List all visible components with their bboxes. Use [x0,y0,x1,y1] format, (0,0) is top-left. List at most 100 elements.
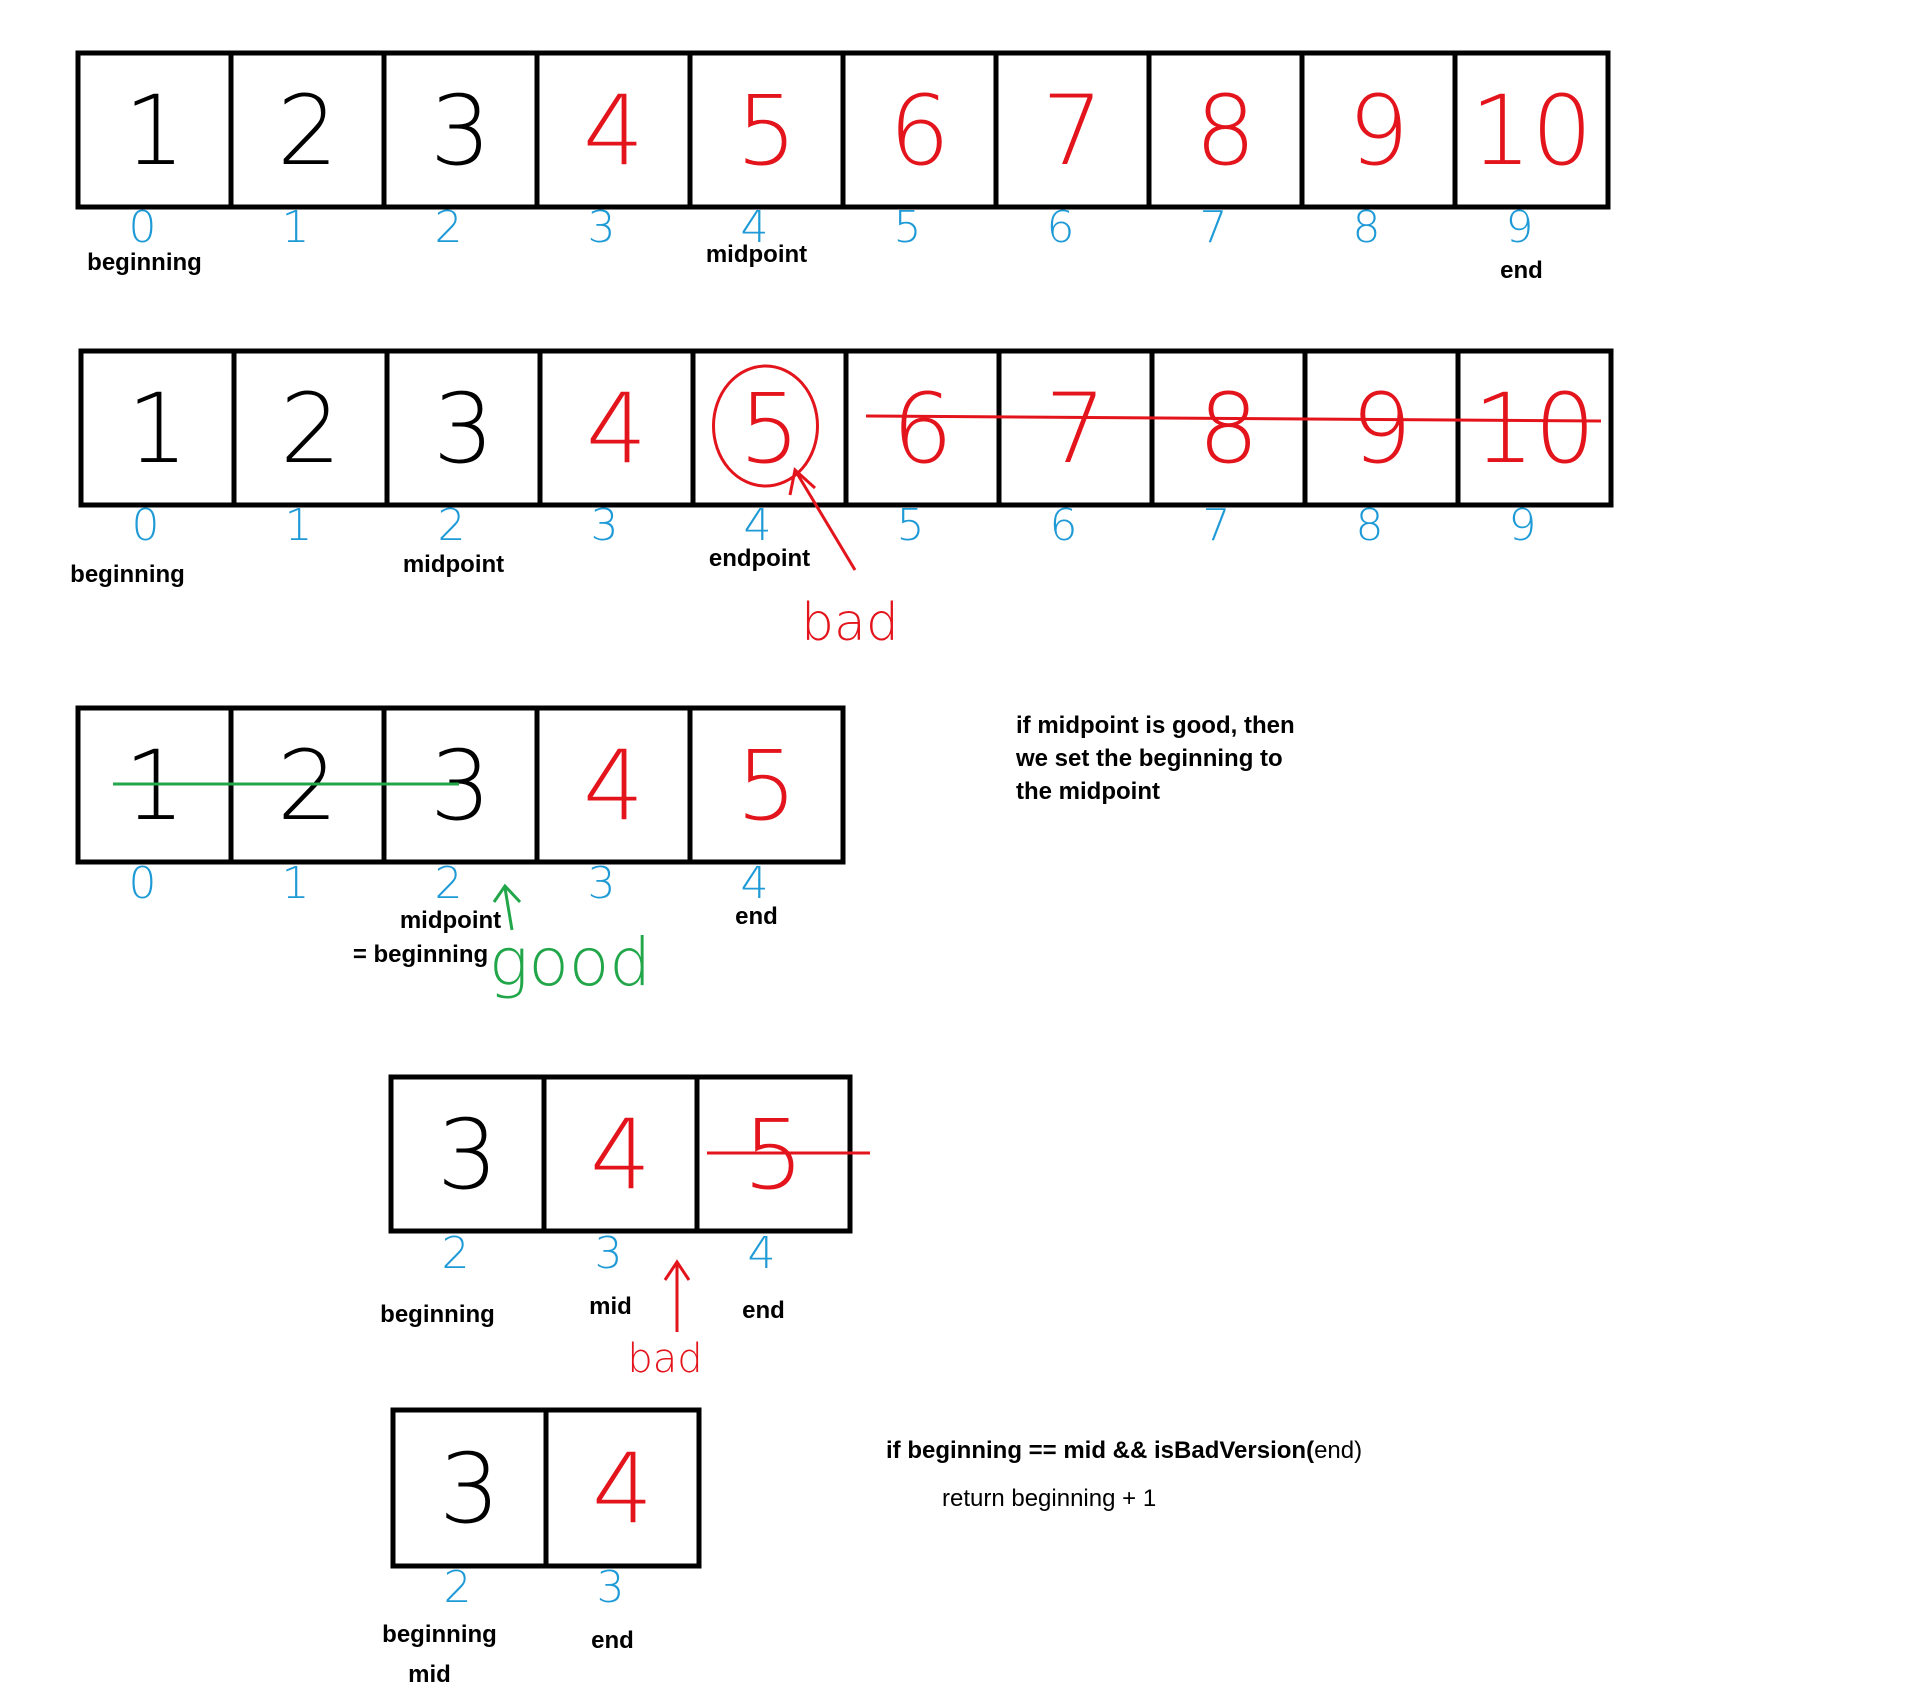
cell-value: 8 [1198,373,1259,485]
index-label: 4 [748,1228,776,1279]
arrow-head [663,1259,691,1281]
arrow-shaft [503,887,514,931]
cell-value: 4 [590,1099,651,1211]
index-label: 1 [285,500,313,551]
index-label: 9 [1506,202,1534,253]
position-label: mid [408,1661,451,1688]
array-cell: 4 [541,1074,700,1234]
array-cell: 4 [537,348,696,508]
cell-value: 5 [736,75,797,187]
note-condition: if beginning == mid && isBadVersion(end)… [886,1437,1362,1512]
array-cell: 3 [384,348,543,508]
index-label: 2 [444,1562,472,1613]
cell-value: 4 [592,1433,653,1545]
cell-border [1455,348,1614,508]
array-cell: 9 [1302,348,1461,508]
position-label: midpoint [403,551,504,578]
cell-value: 2 [277,730,338,842]
index-label: 0 [129,858,157,909]
cell-value: 5 [743,1099,804,1211]
arrow-shaft [793,469,857,571]
cell-value: 9 [1351,373,1412,485]
index-label: 3 [591,500,619,551]
cell-value: 4 [583,730,644,842]
index-label: 3 [588,202,616,253]
index-label: 9 [1509,500,1537,551]
cell-value: 10 [1473,373,1595,485]
array-cell: 3 [381,50,540,210]
index-label: 6 [1047,202,1075,253]
index-label: 4 [741,858,769,909]
row3-annotations: good [113,782,651,1001]
cell-value: 2 [280,373,341,485]
position-label: mid [589,1293,632,1320]
cell-value: 6 [892,373,953,485]
row4-annotations: bad [627,1151,870,1382]
cell-value: 3 [433,373,494,485]
index-label: 1 [282,202,310,253]
array-cell: 1 [75,50,234,210]
position-label: endpoint [709,545,810,572]
index-label: 3 [595,1228,623,1279]
cell-value: 1 [124,730,185,842]
position-label: beginning [380,1301,495,1328]
index-label: 5 [897,500,925,551]
row2-annotations: bad [712,364,1602,653]
cell-value: 7 [1045,373,1106,485]
return-line: return beginning + 1 [942,1485,1156,1512]
cell-value: 3 [437,1099,498,1211]
cell-value: 6 [889,75,950,187]
cell-value: 3 [430,730,491,842]
cell-value: 4 [586,373,647,485]
index-label: 5 [894,202,922,253]
index-label: 2 [435,202,463,253]
cell-value: 1 [127,373,188,485]
array-cell: 2 [228,705,387,865]
array-cell: 6 [843,348,1002,508]
strike-line [865,414,1602,423]
cell-value: 10 [1470,75,1592,187]
index-label: 3 [588,858,616,909]
cell-value: 8 [1195,75,1256,187]
array-cell: 6 [840,50,999,210]
index-label: 1 [282,858,310,909]
cell-border [1452,50,1611,210]
array-cell: 1 [78,348,237,508]
array-cell: 4 [543,1407,702,1569]
cell-value: 4 [583,75,644,187]
array-cell: 10 [1452,50,1611,210]
good-annotation: good [489,924,651,1001]
index-label: 2 [438,500,466,551]
cell-border [543,1407,702,1569]
position-label: midpoint [400,907,501,934]
array-cell: 8 [1146,50,1305,210]
position-label: end [742,1297,785,1324]
array-cell: 7 [996,348,1155,508]
cell-value: 9 [1348,75,1409,187]
array-cell: 10 [1455,348,1614,508]
index-label: 8 [1353,202,1381,253]
cell-border [687,705,846,865]
bad-annotation: bad [801,593,899,653]
array-cell: 3 [390,1407,549,1569]
cell-value: 2 [277,75,338,187]
index-label: 2 [435,858,463,909]
array-cell: 4 [534,705,693,865]
array-cell: 7 [993,50,1152,210]
condition-tail: end) [1314,1437,1362,1464]
bad-annotation: bad [627,1336,702,1382]
position-label: beginning [382,1621,497,1648]
array-cell: 2 [228,50,387,210]
index-label: 2 [442,1228,470,1279]
array-cell: 5 [690,348,849,508]
index-label: 0 [132,500,160,551]
position-label: beginning [70,561,185,588]
note-line: we set the beginning to [1015,745,1283,772]
index-label: 6 [1050,500,1078,551]
